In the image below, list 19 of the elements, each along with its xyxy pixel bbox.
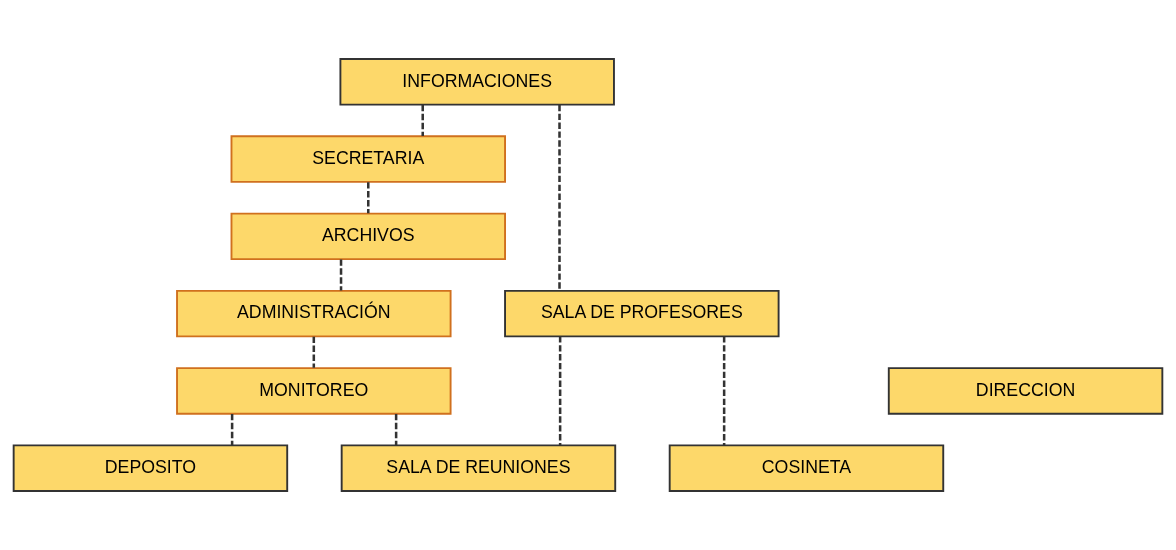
node-box: INFORMACIONES	[339, 58, 615, 106]
connector	[394, 414, 398, 445]
node-box: MONITOREO	[176, 367, 452, 415]
node-box: SECRETARIA	[230, 135, 506, 183]
connector	[558, 336, 562, 446]
node-box: SALA DE REUNIONES	[340, 444, 617, 492]
connector	[339, 259, 343, 291]
node-box: ARCHIVOS	[230, 212, 506, 261]
connector	[230, 414, 234, 445]
node-box: SALA DE PROFESORES	[504, 289, 780, 338]
connector	[312, 336, 316, 368]
node-box: COSINETA	[668, 444, 945, 492]
node-box: ADMINISTRACIÓN	[176, 289, 452, 338]
connector	[558, 104, 561, 291]
connector	[421, 105, 424, 136]
connector	[367, 182, 370, 214]
connector	[722, 336, 726, 446]
node-box: DIRECCION	[887, 367, 1164, 415]
node-box: DEPOSITO	[12, 444, 289, 492]
